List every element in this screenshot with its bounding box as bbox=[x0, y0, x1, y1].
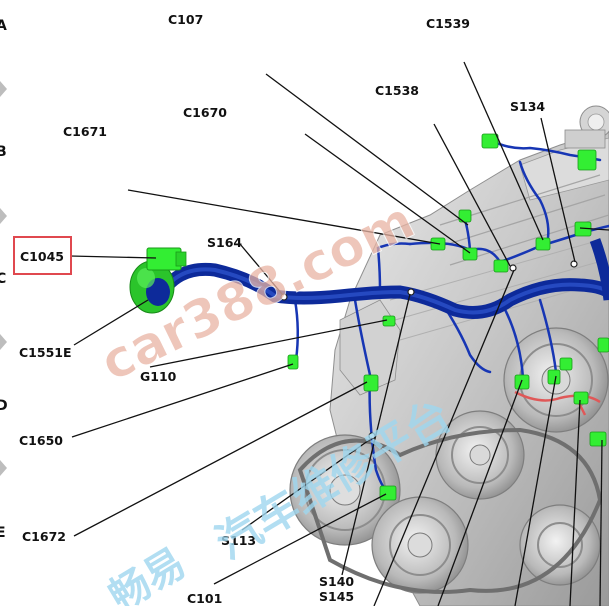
callout-labels: C107 C1539 C1538 S134 C1670 C1671 S164 C… bbox=[13, 12, 545, 606]
zone-label-d: D bbox=[0, 398, 8, 414]
zone-arrow bbox=[0, 81, 7, 97]
watermark-chinese-partial: 畅易 bbox=[101, 540, 193, 606]
callout-s113: S113 bbox=[221, 533, 256, 548]
zone-label-e: E bbox=[0, 525, 6, 541]
zone-markers: A B C D E bbox=[0, 18, 8, 541]
callout-c1672: C1672 bbox=[22, 529, 66, 544]
zone-label-a: A bbox=[0, 18, 7, 34]
callout-s145: S145 bbox=[319, 589, 354, 604]
zone-label-c: C bbox=[0, 271, 6, 287]
leader-lines bbox=[69, 61, 609, 606]
zone-label-b: B bbox=[0, 144, 7, 160]
callout-g110: G110 bbox=[140, 369, 177, 384]
zone-arrow bbox=[0, 460, 7, 476]
zone-arrow bbox=[0, 208, 7, 224]
callout-c1539: C1539 bbox=[426, 16, 470, 31]
callout-c1045: C1045 bbox=[20, 249, 64, 264]
connector-c1045 bbox=[146, 247, 187, 271]
small-connectors bbox=[287, 133, 609, 501]
harness-right-end bbox=[589, 238, 609, 301]
callout-c1650: C1650 bbox=[19, 433, 63, 448]
callout-c1538: C1538 bbox=[375, 83, 419, 98]
highlight-box-c1045 bbox=[13, 236, 72, 275]
main-harness-highlight bbox=[156, 267, 609, 315]
connector-c1551e bbox=[129, 260, 175, 314]
callout-c1551e: C1551E bbox=[19, 345, 72, 360]
callout-c101: C101 bbox=[187, 591, 222, 606]
zone-arrow bbox=[0, 334, 7, 350]
callout-c1671: C1671 bbox=[63, 124, 107, 139]
engine-block bbox=[289, 105, 609, 606]
callout-s164: S164 bbox=[207, 235, 242, 250]
callout-c107: C107 bbox=[168, 12, 203, 27]
callout-c1670: C1670 bbox=[183, 105, 227, 120]
callout-s140: S140 bbox=[319, 574, 354, 589]
red-wire bbox=[514, 390, 601, 404]
callout-s134: S134 bbox=[510, 99, 545, 114]
